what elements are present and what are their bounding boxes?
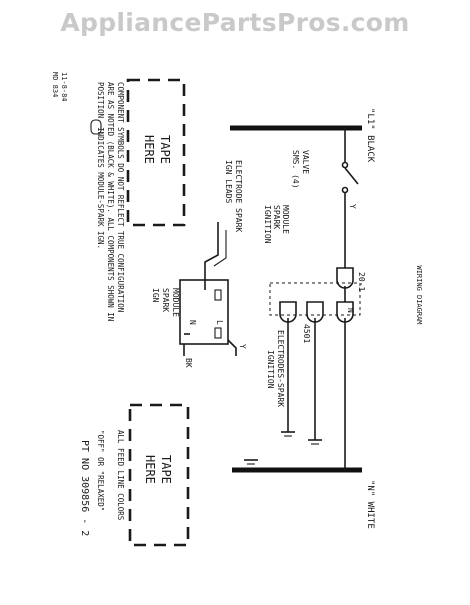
module-top-label-3: IGNITION — [263, 205, 272, 244]
valve-contact-top — [341, 161, 349, 169]
electrode-leads-label-1: ELECTRODE SPARK — [234, 160, 243, 232]
doc-code: MD 834 — [51, 72, 59, 97]
connector-4501-b — [279, 301, 297, 323]
module-terminal-y: Y — [238, 344, 247, 349]
valve-contact-bottom — [341, 186, 349, 194]
module-top-label-1: MODULE — [281, 205, 290, 234]
n-bus-label: "N" WHITE — [365, 480, 375, 529]
connector-n-label: N — [346, 308, 355, 313]
connector-4501-a — [306, 301, 324, 323]
connector-n — [336, 301, 354, 323]
electrodes-label-2: IGNITION — [266, 350, 275, 389]
watermark: AppliancePartsPros.com — [60, 8, 410, 37]
spark-module-box — [179, 279, 229, 345]
module-bottom-label-3: IGN — [151, 288, 160, 303]
module-terminal-l: L — [215, 320, 224, 325]
date-code: 11-8-84 — [60, 72, 68, 102]
module-terminal-n: N — [188, 320, 197, 325]
module-top-label-2: SPARK — [272, 205, 281, 229]
note-right-1: ALL FEED LINE COLORS — [116, 430, 125, 521]
connector-4501-label: 4501 — [302, 324, 311, 343]
note-line-1: COMPONENT SYMBOLS DO NOT REFLECT TRUE CO… — [116, 82, 125, 312]
connector-20-1-label: 20-1 — [357, 272, 366, 291]
module-terminal-1 — [214, 289, 222, 301]
valve-sms-label: SMS. (4) — [291, 150, 300, 189]
tape-box-left-top — [126, 78, 186, 227]
tape-left-top-1: TAPE — [158, 135, 172, 164]
wire-y-label: Y — [348, 204, 357, 209]
module-bottom-label-1: MODULE — [171, 288, 180, 317]
valve-switch-arm — [344, 167, 359, 185]
note-line-2: ARE AS NOTED (BLACK & WHITE). ALL COMPON… — [106, 82, 115, 321]
module-terminal-bk: BK — [184, 358, 193, 368]
tape-right-bottom-2: HERE — [143, 455, 157, 484]
module-indicator-symbol — [90, 119, 102, 135]
part-number: PT NO 309856 - 2 — [79, 440, 90, 536]
module-bottom-label-2: SPARK — [161, 288, 170, 312]
tape-box-right-bottom — [128, 403, 190, 547]
module-y-wire — [227, 339, 237, 356]
note-right-2: "OFF" OR "RELAXED" — [96, 430, 105, 511]
electrode-leads-label-2: IGN LEADS — [224, 160, 233, 204]
tape-left-top-2: HERE — [142, 135, 156, 164]
diagram-title: WIRING DIAGRAM — [415, 265, 423, 324]
note-line-3: POSITION. INDICATES MODULE-SPARK IGN. — [96, 82, 105, 249]
module-terminal-2 — [214, 327, 222, 339]
l1-bus-label: "L1" BLACK — [365, 108, 375, 163]
tape-right-bottom-1: TAPE — [159, 455, 173, 484]
valve-label: VALVE — [301, 150, 310, 174]
spark-lead-wire-2 — [213, 230, 227, 267]
connector-20-1 — [336, 267, 354, 289]
spark-lead-wire — [204, 222, 219, 290]
electrodes-label-1: ELECTRODES-SPARK — [276, 330, 285, 407]
module-dotted-outline — [269, 282, 361, 316]
